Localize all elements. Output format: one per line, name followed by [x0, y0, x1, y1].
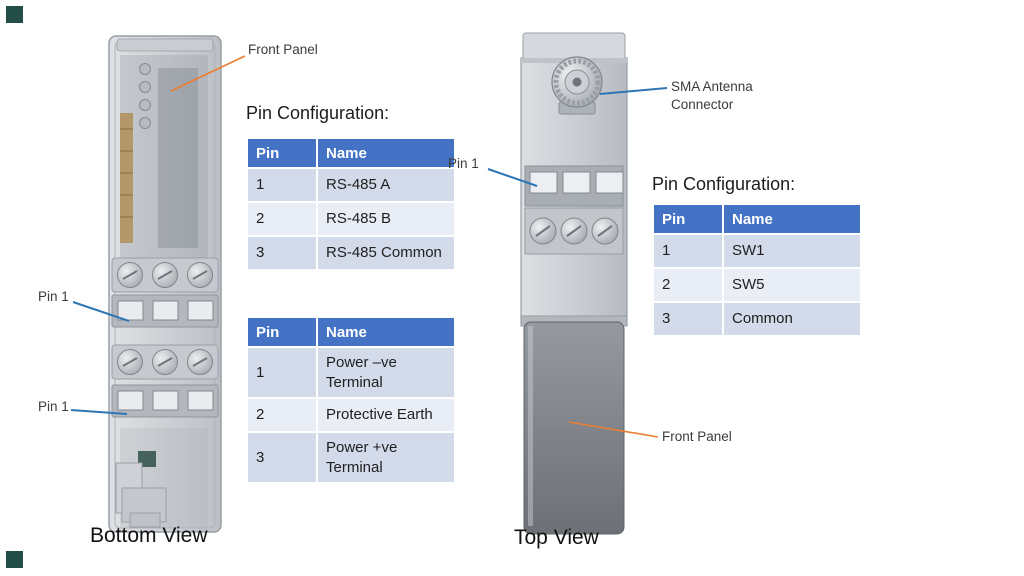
table-row: 3 Power +ve Terminal: [246, 431, 456, 484]
top-view-device-illustration: [520, 32, 628, 535]
corner-mark-top-left: [6, 6, 23, 23]
pin1-label-lower-left: Pin 1: [38, 399, 69, 414]
name-column-header: Name: [722, 203, 862, 235]
name-cell: RS-485 Common: [316, 235, 456, 271]
rs485-pin-table: Pin Name 1 RS-485 A 2 RS-485 B 3 RS-485 …: [246, 137, 456, 271]
top-view-body: [520, 32, 628, 535]
pin-cell: 3: [652, 301, 724, 337]
top-view-caption: Top View: [514, 526, 599, 549]
name-cell: Common: [722, 301, 862, 337]
table-row: 3 RS-485 Common: [246, 235, 456, 271]
pin-column-header: Pin: [652, 203, 724, 235]
pin-cell: 3: [246, 431, 318, 484]
pin-cell: 1: [246, 167, 318, 203]
table-row: 2 RS-485 B: [246, 201, 456, 237]
bottom-view-device-illustration: [108, 35, 222, 533]
name-cell: Protective Earth: [316, 397, 456, 433]
screw-terminals-upper: [117, 262, 213, 288]
power-pin-table: Pin Name 1 Power –ve Terminal 2 Protecti…: [246, 316, 456, 484]
pin-cell: 2: [246, 397, 318, 433]
pin-cell: 3: [246, 235, 318, 271]
name-cell: SW1: [722, 233, 862, 269]
name-cell: RS-485 A: [316, 167, 456, 203]
pin-column-header: Pin: [246, 137, 318, 169]
pin-config-heading-left: Pin Configuration:: [246, 103, 390, 123]
name-cell: SW5: [722, 267, 862, 303]
table-row: 2 Protective Earth: [246, 397, 456, 433]
corner-mark-bottom-left: [6, 551, 23, 568]
pin1-label-right: Pin 1: [448, 156, 479, 171]
pin1-label-upper-left: Pin 1: [38, 289, 69, 304]
switch-pin-table: Pin Name 1 SW1 2 SW5 3 Common: [652, 203, 862, 337]
table-row: 1 SW1: [652, 233, 862, 269]
pin-cell: 1: [652, 233, 724, 269]
screw-terminals-lower: [117, 349, 213, 375]
pin-cell: 2: [246, 201, 318, 237]
table-header-row: Pin Name: [652, 203, 862, 235]
sma-antenna-connector: [551, 56, 603, 115]
name-cell: Power –ve Terminal: [316, 346, 456, 399]
name-cell: RS-485 B: [316, 201, 456, 237]
wire-entries-lower: [117, 390, 214, 411]
pin-cell: 2: [652, 267, 724, 303]
pin-cell: 1: [246, 346, 318, 399]
pin-column-header: Pin: [246, 316, 318, 348]
bottom-view-caption: Bottom View: [90, 524, 208, 547]
bottom-view-body: [108, 35, 222, 533]
pin-config-heading-right: Pin Configuration:: [652, 174, 796, 194]
terminal-windows: [529, 171, 624, 194]
table-row: 3 Common: [652, 301, 862, 337]
screw-terminals: [529, 217, 619, 245]
front-panel-label-left: Front Panel: [248, 42, 318, 57]
table-row: 1 Power –ve Terminal: [246, 346, 456, 399]
table-row: 2 SW5: [652, 267, 862, 303]
table-row: 1 RS-485 A: [246, 167, 456, 203]
front-panel-label-right: Front Panel: [662, 429, 732, 444]
name-cell: Power +ve Terminal: [316, 431, 456, 484]
table-header-row: Pin Name: [246, 316, 456, 348]
name-column-header: Name: [316, 137, 456, 169]
name-column-header: Name: [316, 316, 456, 348]
wire-entries-upper: [117, 300, 214, 321]
table-header-row: Pin Name: [246, 137, 456, 169]
sma-antenna-connector-label: SMA Antenna Connector: [671, 79, 753, 113]
